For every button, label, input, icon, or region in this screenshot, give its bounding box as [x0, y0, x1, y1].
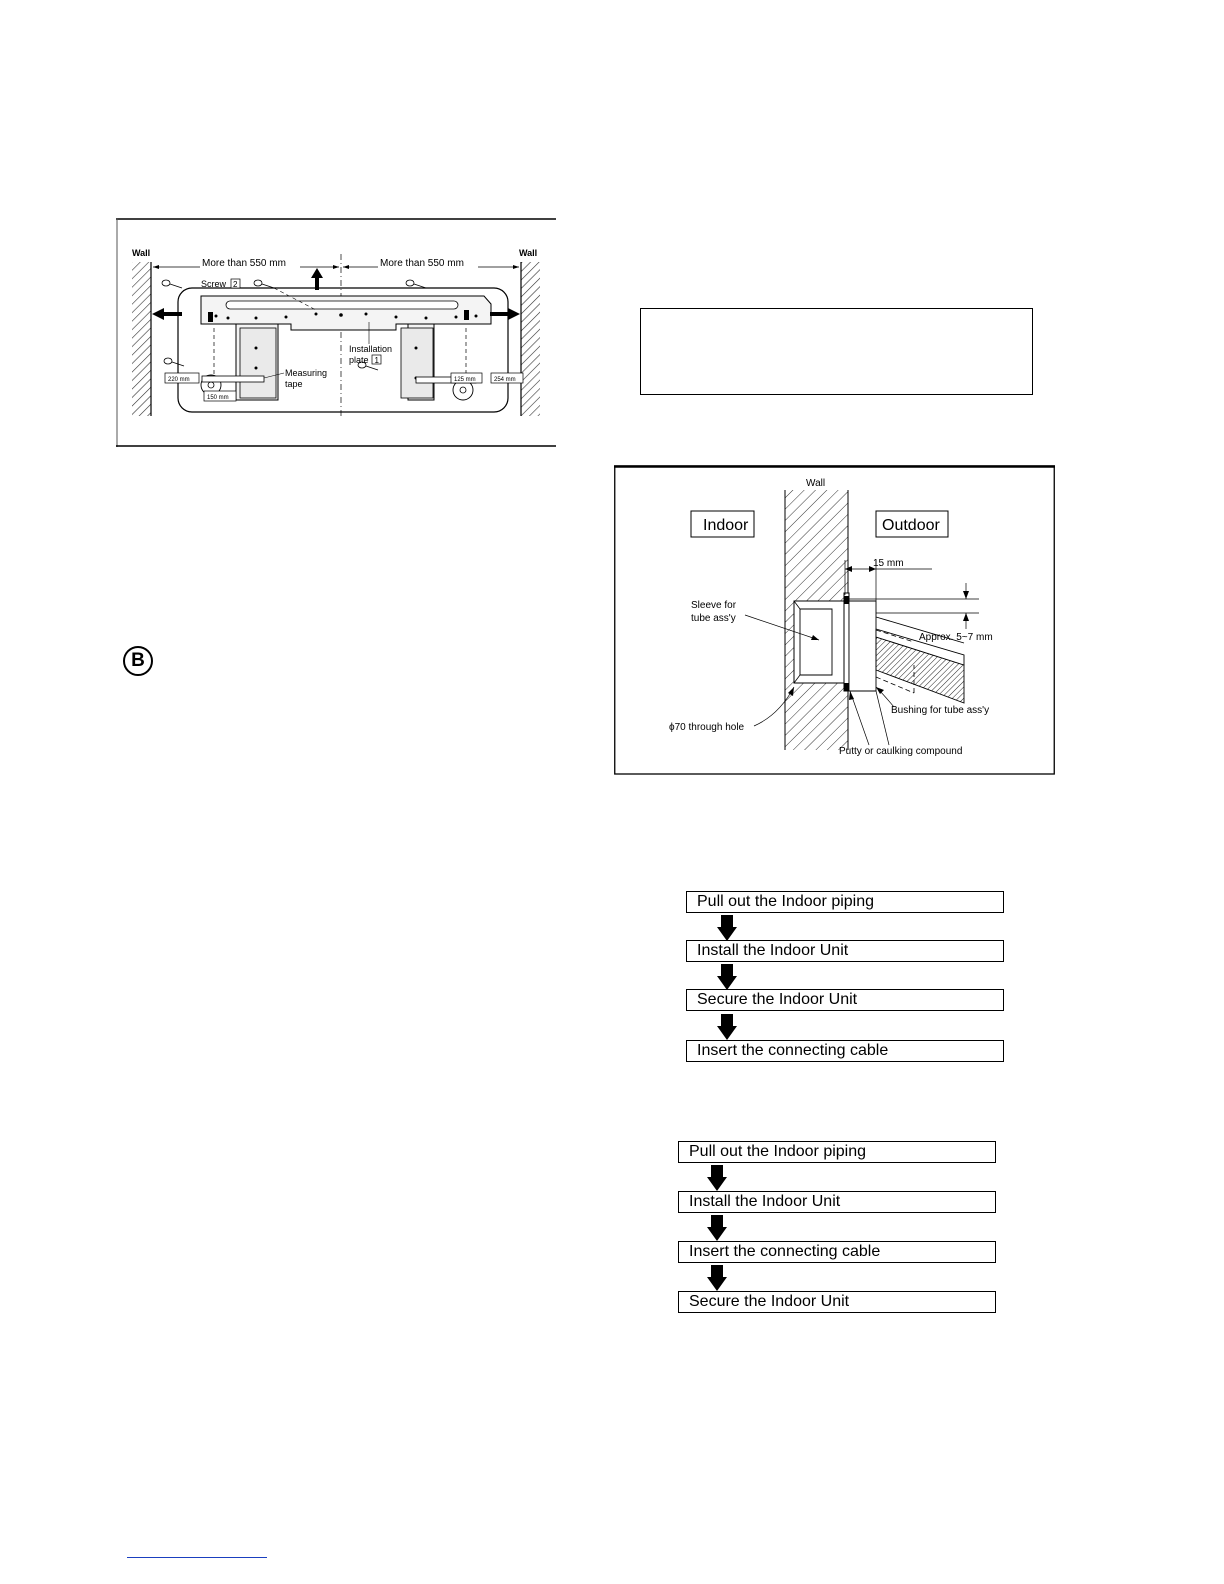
putty-label: Putty or caulking compound [839, 746, 962, 757]
screw-label: Screw [201, 279, 227, 289]
dim-254-label: 254 mm [494, 377, 516, 383]
arrow-down-icon [717, 964, 737, 990]
plate-label: plate [349, 355, 369, 365]
installation-plate-diagram: Wall Wall More than 550 mm More than 550… [116, 218, 556, 447]
arrow-down-icon [717, 915, 737, 941]
through-hole-label: ϕ70 through hole [669, 722, 745, 733]
tube-assy-label: tube ass'y [691, 613, 736, 624]
flow2-step-4: Secure the Indoor Unit [678, 1291, 996, 1313]
indoor-label: Indoor [703, 517, 749, 534]
wall-label: Wall [806, 478, 825, 489]
flow2-step-2: Install the Indoor Unit [678, 1191, 996, 1213]
tape-label: tape [285, 379, 303, 389]
wall-sleeve-diagram: Wall Indoor Outdoor 15 mm Approx. 5~7 mm… [614, 465, 1055, 775]
dim-125-label: 125 mm [454, 377, 476, 383]
footer-rule [127, 1557, 267, 1558]
measuring-label: Measuring [285, 368, 327, 378]
arrow-down-icon [707, 1265, 727, 1291]
flow1-step-4: Insert the connecting cable [686, 1040, 1004, 1062]
wall-left-label: Wall [132, 248, 150, 258]
dim-left-label: More than 550 mm [202, 258, 286, 269]
arrow-down-icon [707, 1165, 727, 1191]
wall-right-label: Wall [519, 248, 537, 258]
dim-right-label: More than 550 mm [380, 258, 464, 269]
left-wall [132, 262, 151, 416]
arrow-down-icon [707, 1215, 727, 1241]
wall-sleeve-figure: Wall Indoor Outdoor 15 mm Approx. 5~7 mm… [614, 465, 1055, 775]
installation-label: Installation [349, 344, 392, 354]
right-wall [521, 262, 540, 416]
marker-b: B [123, 646, 153, 676]
dim-150-label: 150 mm [207, 395, 229, 401]
flow1-step-1: Pull out the Indoor piping [686, 891, 1004, 913]
sleeve-label: Sleeve for [691, 600, 737, 611]
bushing-label: Bushing for tube ass'y [891, 705, 989, 716]
dim-15-label: 15 mm [873, 558, 904, 569]
outdoor-label: Outdoor [882, 517, 940, 534]
approx-label: Approx. 5~7 mm [919, 632, 993, 643]
note-box [640, 308, 1033, 395]
flow1-step-3: Secure the Indoor Unit [686, 989, 1004, 1011]
screw-number: 2 [233, 280, 238, 289]
flow1-step-2: Install the Indoor Unit [686, 940, 1004, 962]
dim-220-label: 220 mm [168, 377, 190, 383]
installation-plate-figure: Wall Wall More than 550 mm More than 550… [116, 218, 556, 448]
plate-number: 1 [375, 356, 380, 365]
flow2-step-3: Insert the connecting cable [678, 1241, 996, 1263]
flow2-step-1: Pull out the Indoor piping [678, 1141, 996, 1163]
arrow-down-icon [717, 1014, 737, 1040]
